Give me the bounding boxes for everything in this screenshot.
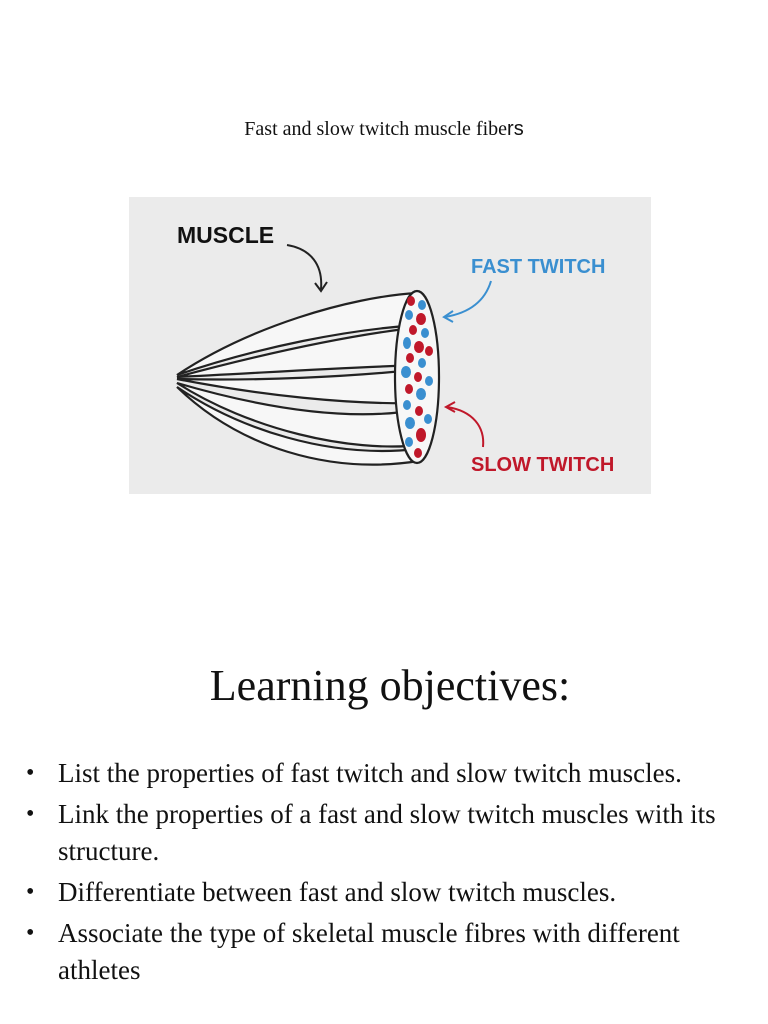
objective-text: Link the properties of a fast and slow t… [58,799,716,866]
objectives-list: • List the properties of fast twitch and … [0,755,768,993]
list-item: • Link the properties of a fast and slow … [0,796,768,870]
fast-twitch-arrow [444,280,492,318]
bullet: • [26,760,35,786]
muscle-illustration: MUSCLE FAST TWITCH SLOW TWITCH [176,222,614,476]
list-item: • Associate the type of skeletal muscle f… [0,915,768,989]
slow-twitch-arrow [446,406,485,448]
muscle-arrow [286,244,323,290]
muscle-bundles [176,291,425,466]
fast-twitch-label: FAST TWITCH [471,256,605,278]
slide-title: Fast and slow twitch muscle fibers [0,118,768,141]
muscle-label: MUSCLE [177,222,274,248]
muscle-fiber-diagram: MUSCLE FAST TWITCH SLOW TWITCH [129,197,651,494]
objective-text: Associate the type of skeletal muscle fi… [58,918,680,985]
bullet: • [26,801,35,827]
objectives-heading: Learning objectives: [209,661,571,710]
objective-text: Differentiate between fast and slow twit… [58,877,617,907]
slow-twitch-label: SLOW TWITCH [471,454,614,476]
list-item: • List the properties of fast twitch and … [0,755,768,792]
bullet: • [26,920,35,946]
slide-title-main: Fast and slow twitch muscle fibe [244,118,508,140]
list-item: • Differentiate between fast and slow twi… [0,874,768,911]
slide-title-tail: rs [507,118,524,140]
objective-text: List the properties of fast twitch and s… [58,758,682,788]
fiber-dots [401,296,433,458]
bullet: • [26,879,35,905]
